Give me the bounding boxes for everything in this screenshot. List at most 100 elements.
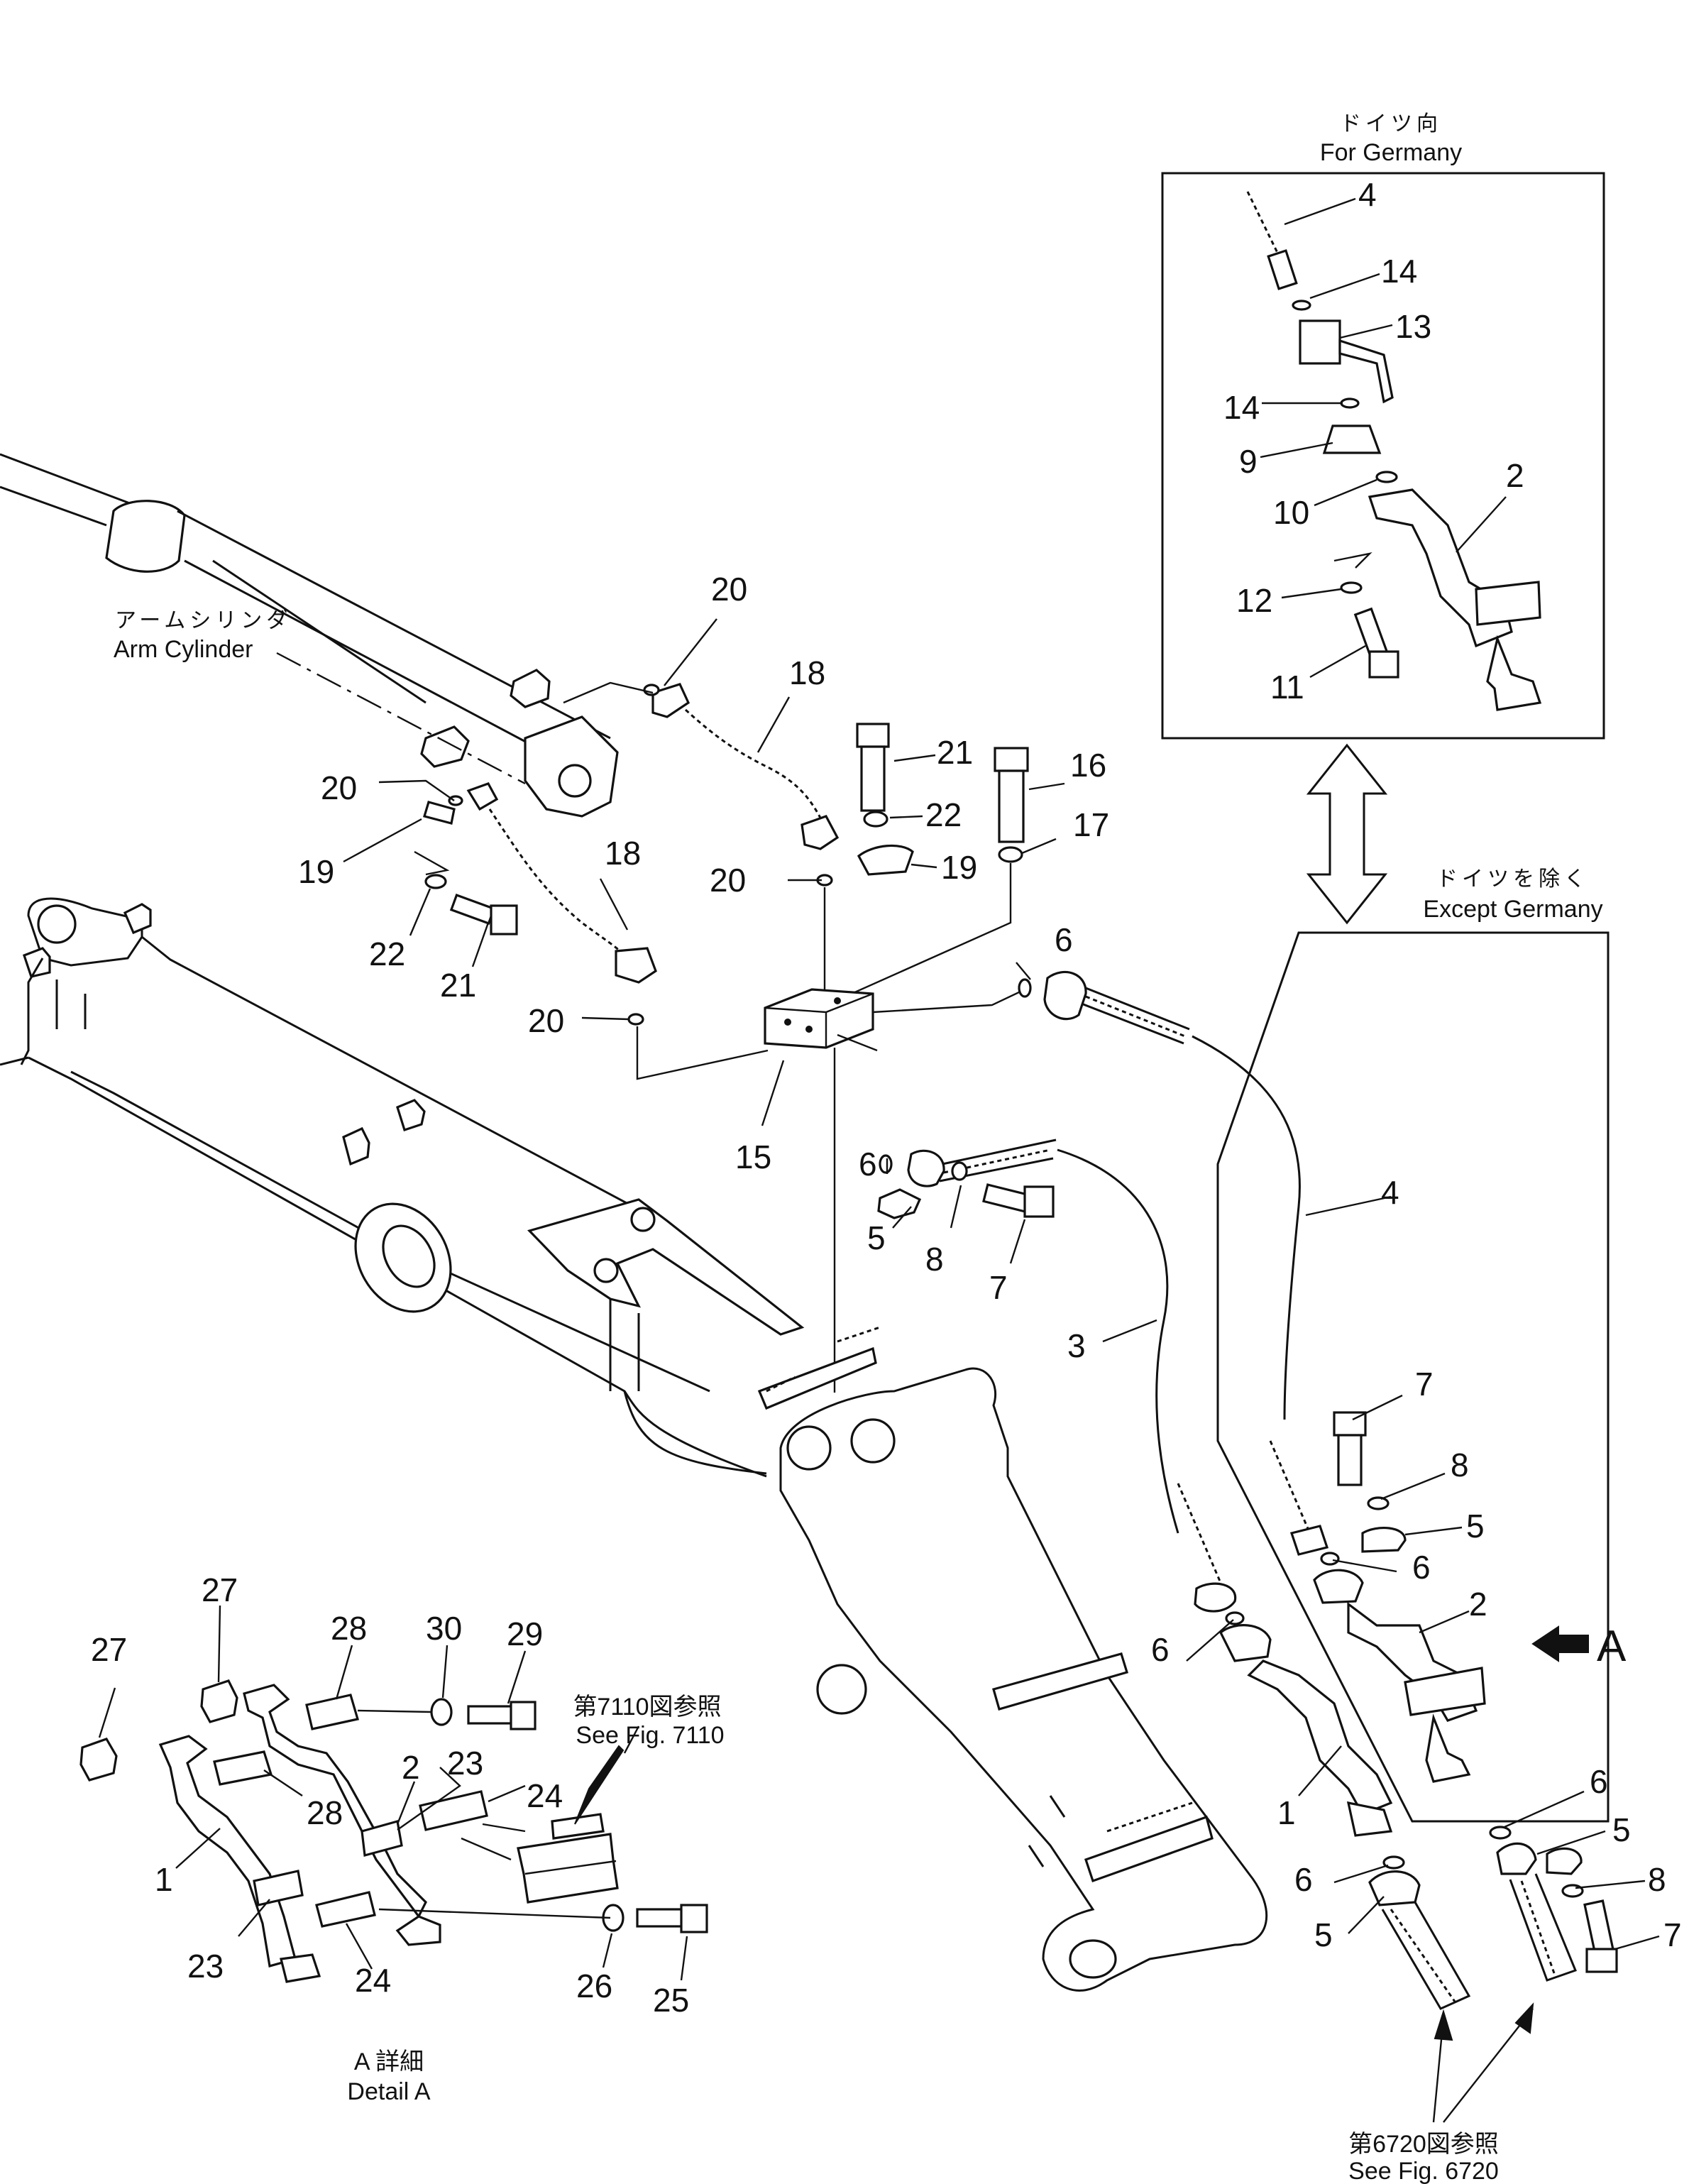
plate-24 [419,1790,488,1831]
plate-24 [315,1891,376,1928]
arm-lug [22,947,51,978]
except-caption-en: Except Germany [1423,896,1602,923]
flange-2 [1313,1569,1364,1604]
leader [263,1769,303,1796]
leader [1614,1935,1660,1950]
hose-18-upper [563,681,840,850]
callout: 19 [298,853,334,890]
leader [1028,782,1065,791]
leader [1186,1619,1234,1662]
callout: 8 [1451,1447,1469,1483]
arm-ridge [55,979,87,1029]
leader [761,1060,785,1126]
callout: 4 [1381,1174,1399,1211]
arm-caption-jp: アームシリンダ [115,609,292,632]
leader [357,1709,432,1713]
o-ring-20 [627,1013,644,1026]
cylinder-tube [212,559,427,704]
except-germany-parts [1177,1411,1618,2010]
bolt-21-shank [860,745,886,812]
fig6720-caption-jp: 第6720図参照 [1348,2131,1499,2158]
washer-22 [863,811,888,828]
rod-bottom [0,485,107,527]
bolt-11-head [1368,650,1399,679]
arm-boom-bracket [527,1198,805,1336]
callout: 7 [1415,1366,1434,1403]
hose-end-flange [466,782,499,811]
leader [1009,1219,1026,1264]
leader [1281,588,1342,599]
callout: 14 [1381,253,1417,290]
leader [1016,962,1031,980]
callout: 6 [1590,1763,1608,1800]
leader [910,863,937,869]
block-edge [524,1860,617,1875]
rod-top [0,453,140,508]
callout: 5 [1612,1811,1631,1848]
cylinder-bottom-edge [184,559,533,747]
callout: 2 [402,1749,420,1786]
leader [602,1933,613,1968]
pipe-segment [1381,1902,1471,2010]
arm-cylinder-leader [276,652,526,785]
callout: 6 [859,1146,877,1182]
pipe-1-foot [280,1953,321,1983]
except-caption-jp: ドイツを除く [1436,867,1590,891]
bolt-16-shank [998,769,1025,843]
callout: 6 [1151,1631,1170,1668]
callout: 23 [187,1948,224,1985]
arm-lower-inner [70,1070,710,1393]
detail-caption-en: Detail A [347,2078,430,2105]
callout: 6 [1294,1861,1313,1898]
flange-6 [1289,1525,1329,1556]
leader [1309,644,1366,679]
hose-4 [1192,1035,1301,1420]
callout: 7 [989,1269,1008,1306]
callout: 11 [1270,669,1304,706]
leader [507,1650,527,1704]
link-pin-hole [786,1425,832,1471]
leader [1305,1195,1392,1217]
link-end-hole [1069,1939,1117,1979]
pipe-2-clamp [1404,1667,1486,1716]
arm-body [0,897,881,1478]
callout: 15 [735,1138,771,1175]
leader [1284,197,1356,226]
bolt-7-shank [1583,1899,1614,1955]
except-germany-region: ドイツを除く Except Germany [1216,867,1610,1823]
leader [563,681,654,704]
bolt-7-head [1585,1948,1618,1973]
link-pin-hole [816,1664,867,1715]
callout: 20 [321,769,357,806]
clip-plate [757,1346,877,1410]
leader [471,922,490,967]
detail-block-top [551,1813,605,1840]
leader [623,1725,640,1754]
clamp-5 [877,1188,922,1219]
callout: 5 [1314,1916,1333,1953]
link-band [1084,1815,1214,1883]
leader [1339,324,1393,339]
callout: 5 [1466,1508,1485,1544]
leader [1575,1880,1646,1889]
leader [488,1784,526,1803]
callout: 18 [789,654,825,691]
leader [414,850,450,876]
leader [378,1823,611,1919]
leader [599,878,629,931]
fig7110-caption-jp: 第7110図参照 [573,1694,721,1721]
pipe-segment [1269,1440,1314,1541]
bolt-29-shank [467,1705,514,1725]
washer-17 [998,846,1023,863]
callout: 18 [605,835,641,872]
callout: 19 [941,849,977,886]
callout: 28 [307,1794,343,1831]
view-a-label: A [1597,1622,1627,1671]
pipe-segment [1520,1880,1556,1974]
leader [1504,1790,1585,1828]
bracket-pin [593,1258,619,1283]
callout: 16 [1070,747,1106,784]
arrowhead [1514,2002,1534,2034]
block-body [764,988,874,1049]
